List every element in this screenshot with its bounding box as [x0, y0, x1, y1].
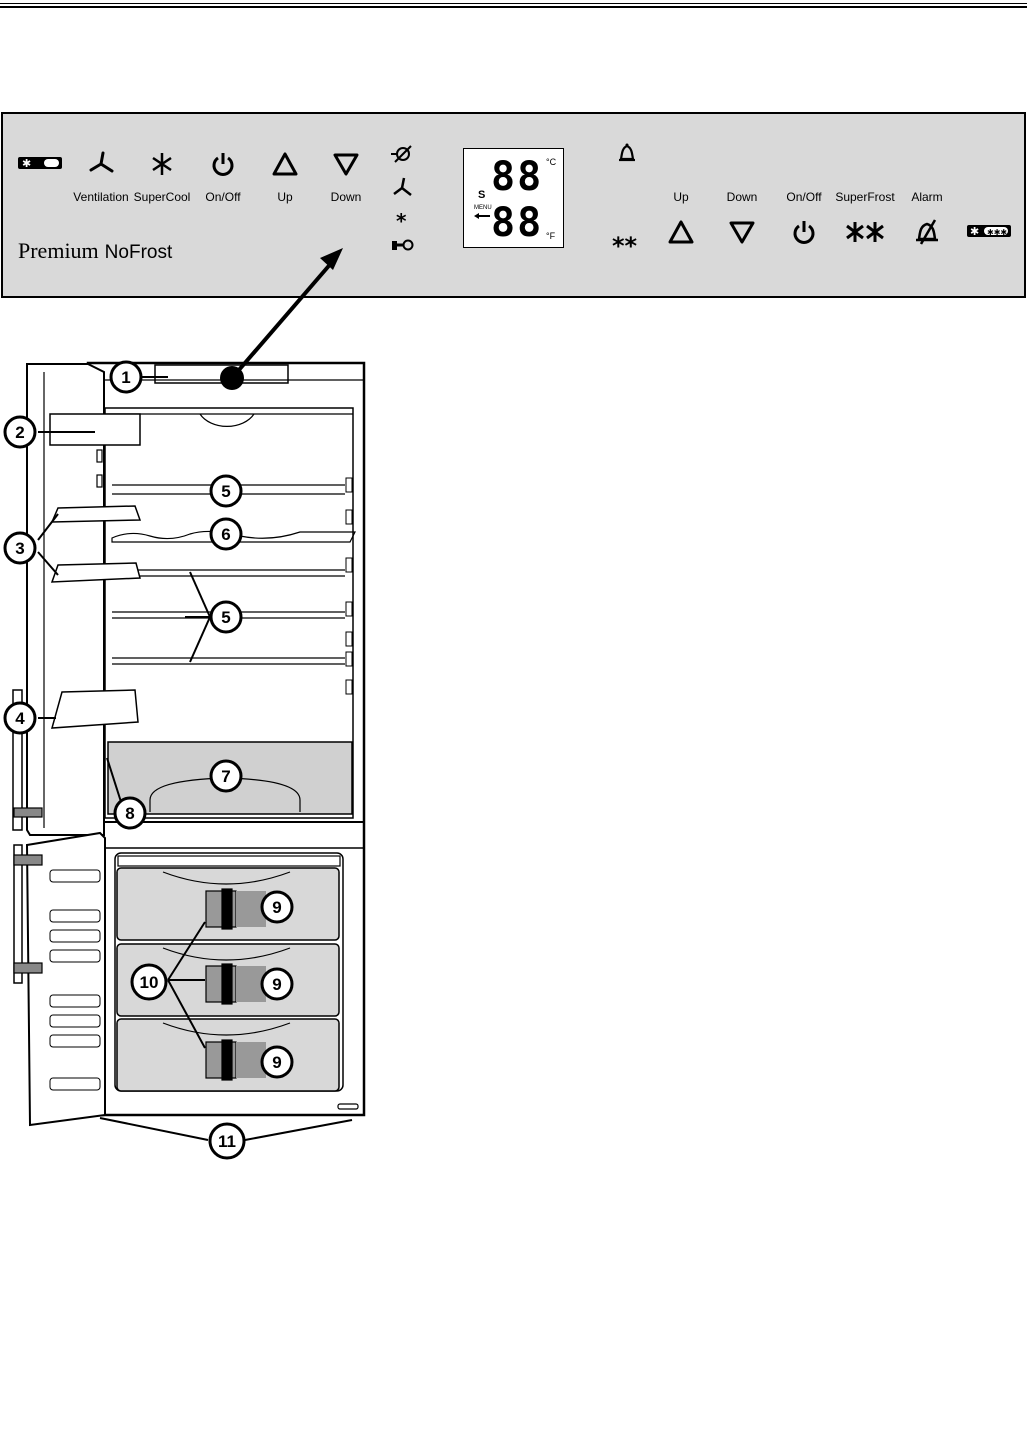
control-strip-marker — [220, 366, 244, 390]
callout-1: 1 — [121, 368, 130, 387]
callout-5b: 5 — [221, 608, 230, 627]
door-shelf-2 — [52, 563, 140, 582]
callout-9a: 9 — [272, 898, 281, 917]
fridge-diagram: 1 2 3 4 5 6 5 7 8 9 10 9 9 11 — [0, 330, 400, 1160]
callout-6: 6 — [221, 525, 230, 544]
callout-5a: 5 — [221, 482, 230, 501]
callout-7: 7 — [221, 767, 230, 786]
door-shelf-1 — [52, 506, 140, 522]
callout-3: 3 — [15, 539, 24, 558]
callout-9b: 9 — [272, 975, 281, 994]
callout-4: 4 — [15, 709, 25, 728]
door-shelf-3 — [52, 690, 138, 728]
door-bin-top — [50, 414, 140, 445]
lower-door — [27, 833, 105, 1125]
callout-11: 11 — [218, 1132, 236, 1151]
callout-10: 10 — [140, 973, 159, 992]
callout-2: 2 — [15, 423, 24, 442]
callout-8: 8 — [125, 804, 134, 823]
callout-9c: 9 — [272, 1053, 281, 1072]
